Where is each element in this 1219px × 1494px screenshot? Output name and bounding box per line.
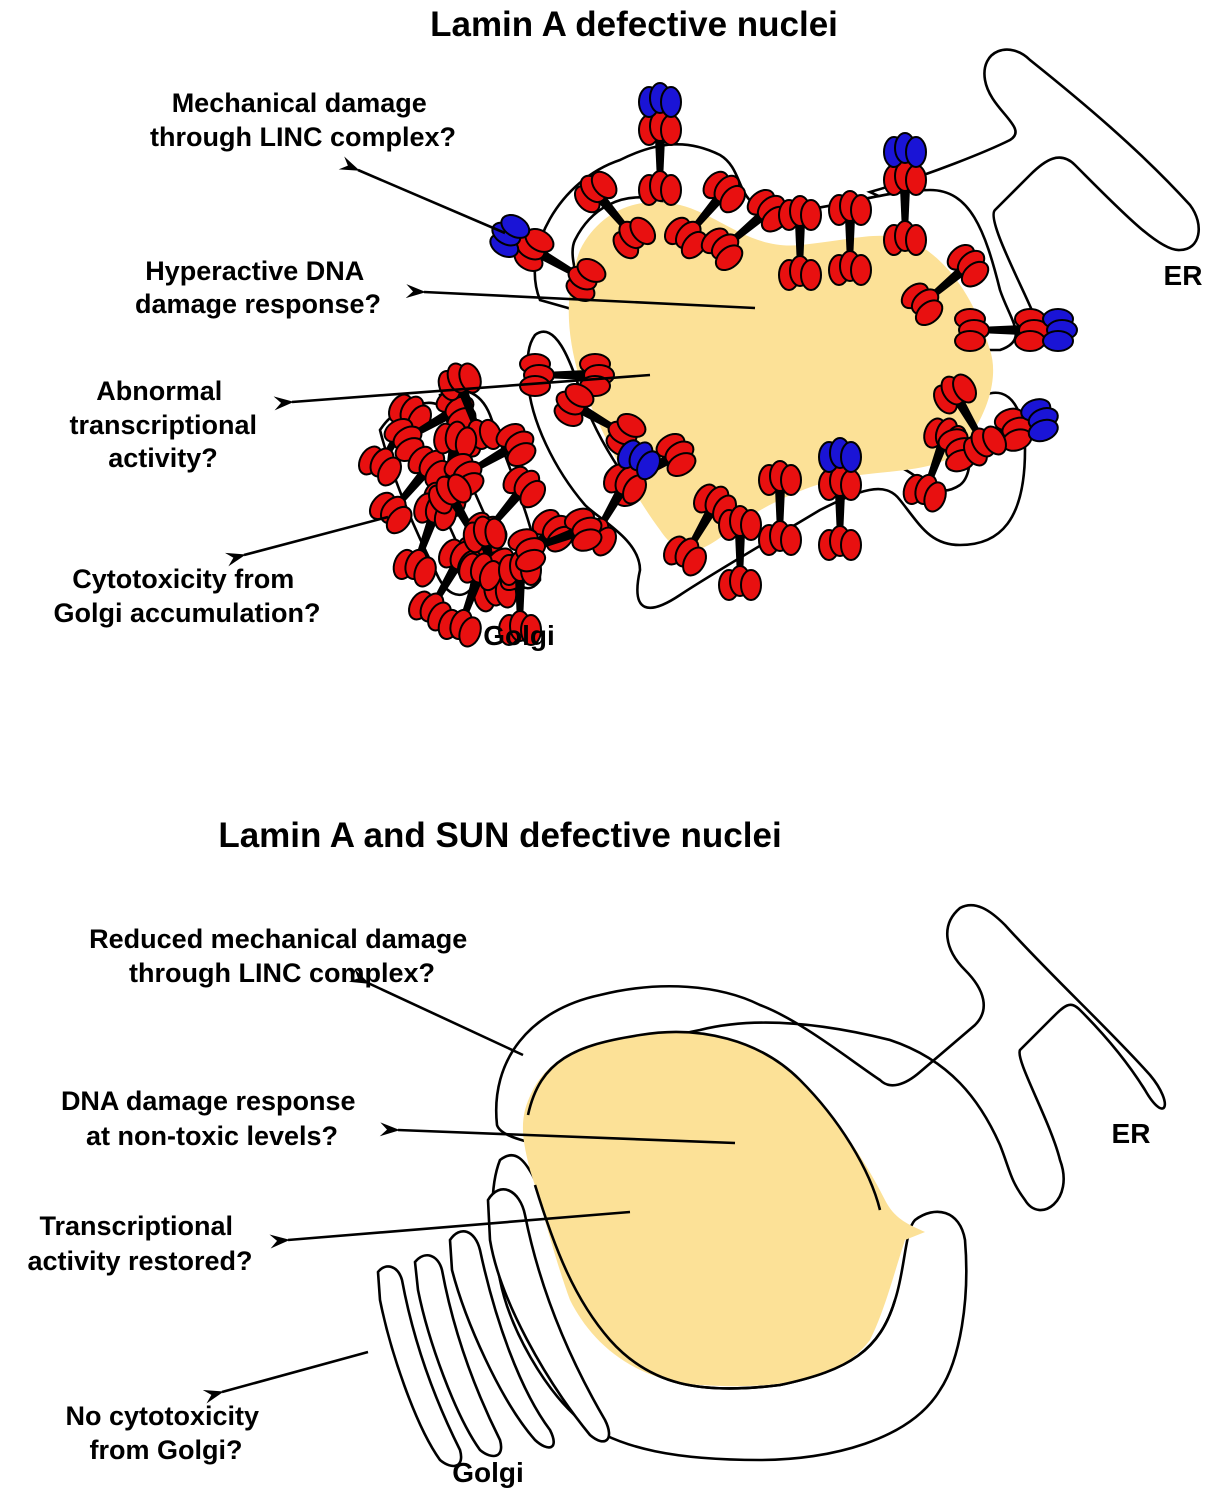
lamin-dimer-glyph	[368, 445, 452, 535]
linc-complex-glyph	[954, 308, 1078, 352]
caption-mechanical-damage: Reduced mechanical damage through LINC c…	[89, 924, 475, 988]
lamin-dimer-glyph	[778, 195, 822, 291]
lamin-dimer-glyph	[358, 393, 432, 487]
lamin-dimer-glyph	[900, 243, 990, 327]
protein-complexes-top	[358, 82, 1078, 648]
inner-membrane-top	[526, 1030, 882, 1211]
er-label: ER	[1112, 1118, 1151, 1149]
linc-complex-glyph	[883, 132, 927, 256]
lamin-dimer-glyph	[758, 460, 802, 556]
caption-transcription: Abnormal transcriptional activity?	[69, 376, 264, 473]
linc-complex-glyph	[489, 214, 607, 302]
lamin-dimer-glyph	[663, 483, 737, 577]
caption-dna-damage: DNA damage response at non-toxic levels?	[61, 1086, 363, 1151]
lamin-dimer-glyph	[700, 188, 790, 272]
lamin-dimer-glyph	[507, 507, 603, 573]
golgi-stack	[376, 1188, 611, 1468]
lamin-dimer-glyph	[718, 505, 762, 601]
arrow-cytotoxicity	[202, 1350, 369, 1404]
arrow-mechanical-damage	[338, 156, 506, 235]
golgi-label: Golgi	[452, 1457, 524, 1488]
arrow-cytotoxicity	[224, 515, 389, 567]
linc-complex-glyph	[818, 437, 862, 561]
lamin-dimer-glyph	[663, 170, 747, 260]
panel-lamin-a-defective: Lamin A defective nuclei ER Golgi Mechan…	[53, 5, 1202, 651]
arrow-transcription	[273, 373, 651, 411]
caption-dna-damage: Hyperactive DNA damage response?	[135, 256, 381, 319]
lamin-dimer-glyph	[933, 373, 1007, 467]
panel-lamin-a-sun-defective: Lamin A and SUN defective nuclei Golgi E…	[27, 816, 1167, 1488]
caption-cytotoxicity: Cytotoxicity from Golgi accumulation?	[53, 564, 320, 628]
lamin-dimer-glyph	[437, 552, 503, 648]
nucleoplasm	[522, 1032, 925, 1387]
lamin-dimer-glyph	[828, 190, 872, 286]
er-and-envelope-top	[494, 903, 1167, 1212]
arrow-dna-damage	[405, 284, 756, 310]
linc-complex-glyph	[638, 82, 682, 206]
inner-membrane-bottom	[533, 1184, 897, 1390]
er-label: ER	[1164, 260, 1203, 291]
golgi-label: Golgi	[483, 620, 555, 651]
arrow-transcription	[269, 1210, 631, 1249]
panel-title: Lamin A defective nuclei	[430, 5, 838, 44]
arrow-dna-damage	[379, 1122, 736, 1145]
arrow-mechanical-damage	[348, 969, 524, 1057]
lamin-dimer-glyph	[573, 170, 657, 260]
caption-mechanical-damage: Mechanical damage through LINC complex?	[150, 88, 456, 152]
caption-transcription: Transcriptional activity restored?	[27, 1211, 252, 1276]
panel-title: Lamin A and SUN defective nuclei	[218, 816, 781, 855]
caption-cytotoxicity: No cytotoxicity from Golgi?	[65, 1401, 266, 1465]
